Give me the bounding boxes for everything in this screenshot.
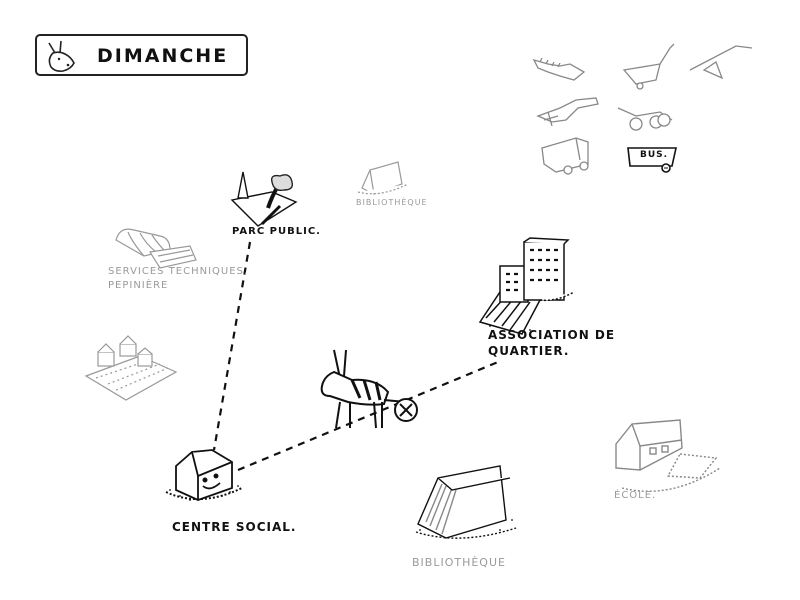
donkey-logo-icon xyxy=(48,40,75,72)
lawnmower-icon xyxy=(617,107,673,131)
services-techniques-icon xyxy=(115,228,197,269)
bibliotheque-icon xyxy=(415,465,517,539)
rake-icon xyxy=(689,45,753,80)
route-centre-association xyxy=(237,360,499,472)
pepiniere-icon xyxy=(84,335,178,401)
label-bibliotheque: BIBLIOTHÈQUE xyxy=(412,556,506,569)
label-bibliotheque-small: BIBLIOTHÈQUE xyxy=(356,198,428,207)
label-pepiniere: PEPINIÈRE xyxy=(108,280,169,291)
route-lines xyxy=(212,241,499,472)
wheelbarrow-icon xyxy=(622,43,675,90)
association-buildings-icon xyxy=(478,237,575,335)
parc-public-icon xyxy=(230,171,298,227)
ecole-icon xyxy=(615,419,721,492)
centre-social-icon xyxy=(165,449,243,501)
bibliotheque-small-icon xyxy=(357,161,409,195)
label-bus: BUS. xyxy=(640,150,669,160)
hedge-trimmer-icon xyxy=(532,57,586,81)
trailer-icon xyxy=(541,137,589,175)
ground-stipple xyxy=(169,299,561,531)
label-centre-social: CENTRE SOCIAL. xyxy=(172,520,297,534)
bus-icon xyxy=(627,147,677,173)
donkey-cart-icon xyxy=(320,349,418,429)
route-parc-centre xyxy=(212,241,252,451)
title-box: DIMANCHE xyxy=(35,34,248,76)
label-parc-public: PARC PUBLIC. xyxy=(232,226,321,237)
leaf-blower-icon xyxy=(536,97,599,127)
label-services-techniques: SERVICES TECHNIQUES. xyxy=(108,266,249,277)
label-quartier: QUARTIER. xyxy=(488,344,570,358)
page-title: DIMANCHE xyxy=(97,45,229,67)
label-association: ASSOCIATION DE xyxy=(488,328,616,342)
label-ecole: ÉCOLE. xyxy=(614,490,657,501)
